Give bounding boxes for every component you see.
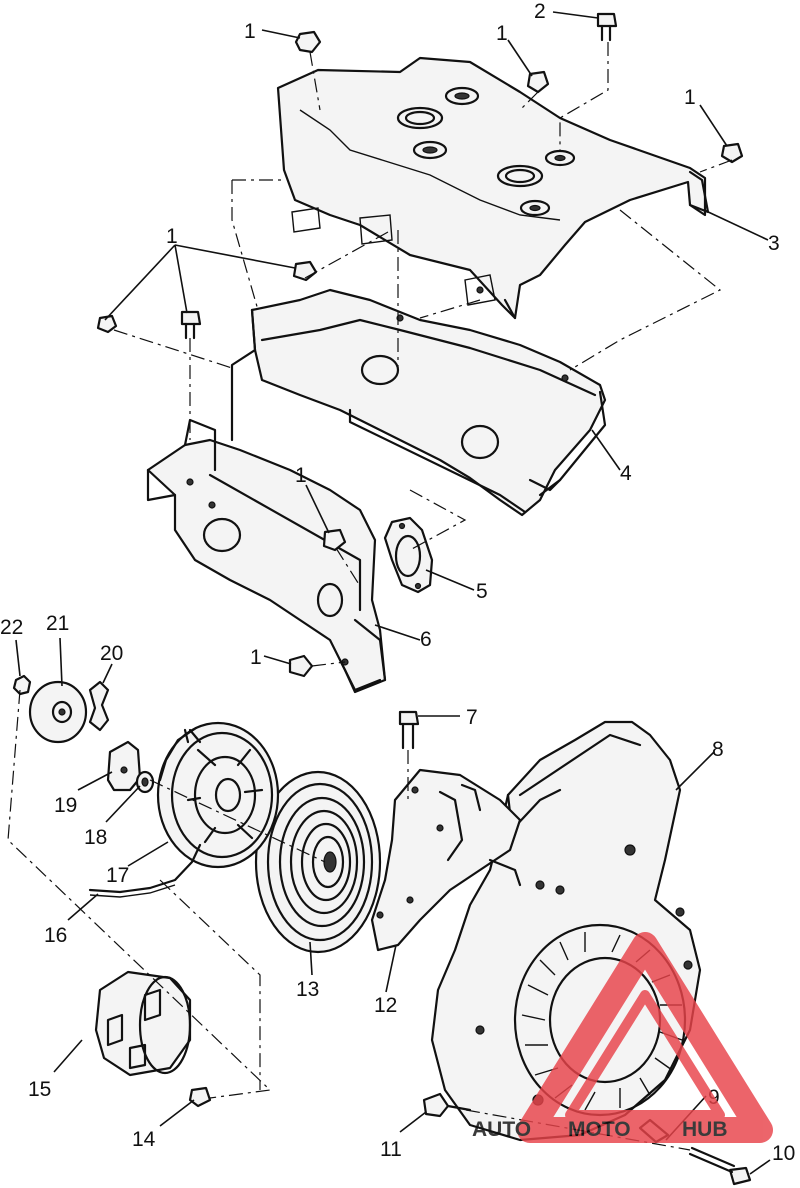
callout-17: 17 — [106, 864, 129, 887]
callout-1: 1 — [250, 646, 262, 669]
callout-18: 18 — [84, 826, 107, 849]
callout-10: 10 — [772, 1142, 795, 1165]
callout-1: 1 — [684, 86, 696, 109]
callout-21: 21 — [46, 612, 69, 635]
starter-bracket-part — [370, 768, 522, 952]
watermark-text-moto: MOTO — [568, 1118, 631, 1141]
callout-6: 6 — [420, 628, 432, 651]
watermark-text-hub: HUB — [682, 1118, 728, 1141]
fasteners — [96, 12, 752, 1186]
starter-pulley-part — [156, 721, 280, 869]
starter-cup-part — [94, 970, 192, 1077]
callout-3: 3 — [768, 232, 780, 255]
callout-8: 8 — [712, 738, 724, 761]
watermark-logo: AUTO MOTO HUB — [472, 932, 773, 1143]
callout-4: 4 — [620, 462, 632, 485]
watermark-triangle-icon — [517, 932, 773, 1143]
gasket-part — [383, 516, 434, 594]
recoil-spring-part — [254, 770, 382, 954]
callout-12: 12 — [374, 994, 397, 1017]
starter-small-parts — [12, 674, 155, 794]
callout-1: 1 — [166, 225, 178, 248]
top-shroud-part — [276, 56, 710, 320]
callout-16: 16 — [44, 924, 67, 947]
callout-13: 13 — [296, 978, 319, 1001]
watermark-text-auto: AUTO — [472, 1118, 531, 1141]
callout-14: 14 — [132, 1128, 156, 1151]
callout-5: 5 — [476, 580, 488, 603]
assembly-guide-lines — [7, 42, 733, 1151]
callout-1: 1 — [496, 22, 508, 45]
callout-15: 15 — [28, 1078, 51, 1101]
callout-20: 20 — [100, 642, 123, 665]
callout-2: 2 — [534, 0, 546, 23]
callout-19: 19 — [54, 794, 77, 817]
callout-22: 22 — [0, 616, 23, 639]
frame-bracket-part — [230, 207, 607, 517]
callout-1: 1 — [244, 20, 256, 43]
starter-rope-part — [88, 843, 202, 898]
callout-11: 11 — [380, 1138, 402, 1161]
callout-1: 1 — [295, 464, 307, 487]
lower-bracket-part — [146, 418, 387, 694]
callout-7: 7 — [466, 706, 478, 729]
